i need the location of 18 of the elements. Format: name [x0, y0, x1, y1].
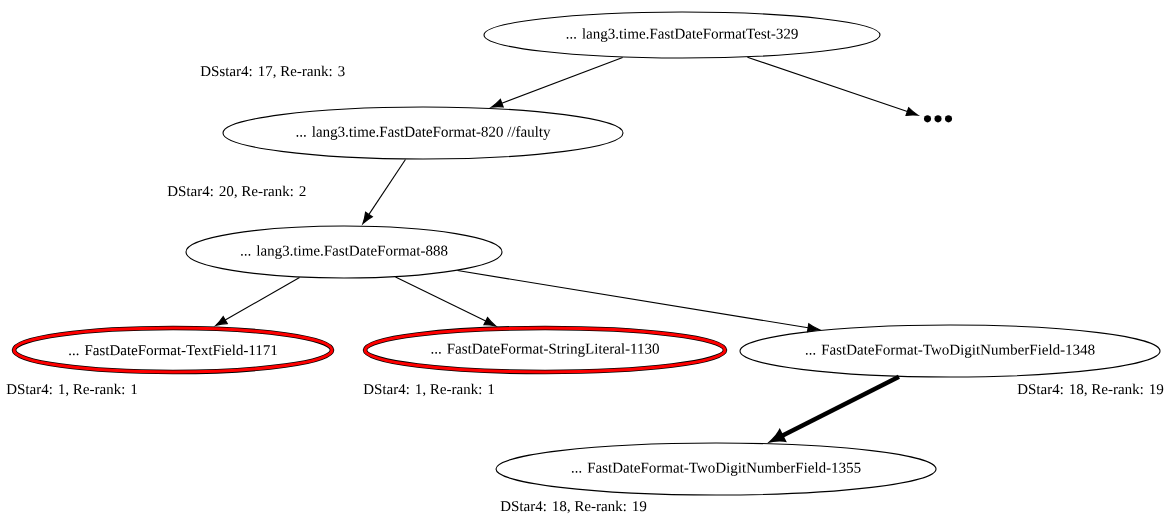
rank-label: DSstar4: 17, Re-rank: 3: [200, 65, 345, 79]
rank-label: DStar4: 18, Re-rank: 19: [1017, 383, 1164, 397]
ellipse-node: ... lang3.time.FastDateFormat-888: [185, 225, 503, 279]
arrow: [362, 158, 406, 225]
ellipse-node: ... FastDateFormat-TwoDigitNumberField-1348: [739, 324, 1161, 378]
ellipse-node: ... lang3.time.FastDateFormatTest-329: [483, 11, 881, 59]
arrow: [746, 56, 919, 116]
rank-label: DStar4: 1, Re-rank: 1: [6, 383, 137, 397]
ellipse-node: ... lang3.time.FastDateFormat-820 //faulty: [222, 106, 624, 160]
arrow: [456, 270, 820, 333]
rank-label: DStar4: 1, Re-rank: 1: [363, 383, 494, 397]
ellipse-node: ... FastDateFormat-TwoDigitNumberField-1355: [495, 442, 937, 496]
rank-label: DStar4: 20, Re-rank: 2: [167, 185, 306, 199]
ellipsis-dots: •••: [923, 115, 953, 123]
arrow: [215, 276, 301, 327]
arrow: [394, 276, 497, 327]
arrow: [490, 56, 624, 108]
rank-label: DStar4: 18, Re-rank: 19: [500, 500, 647, 514]
